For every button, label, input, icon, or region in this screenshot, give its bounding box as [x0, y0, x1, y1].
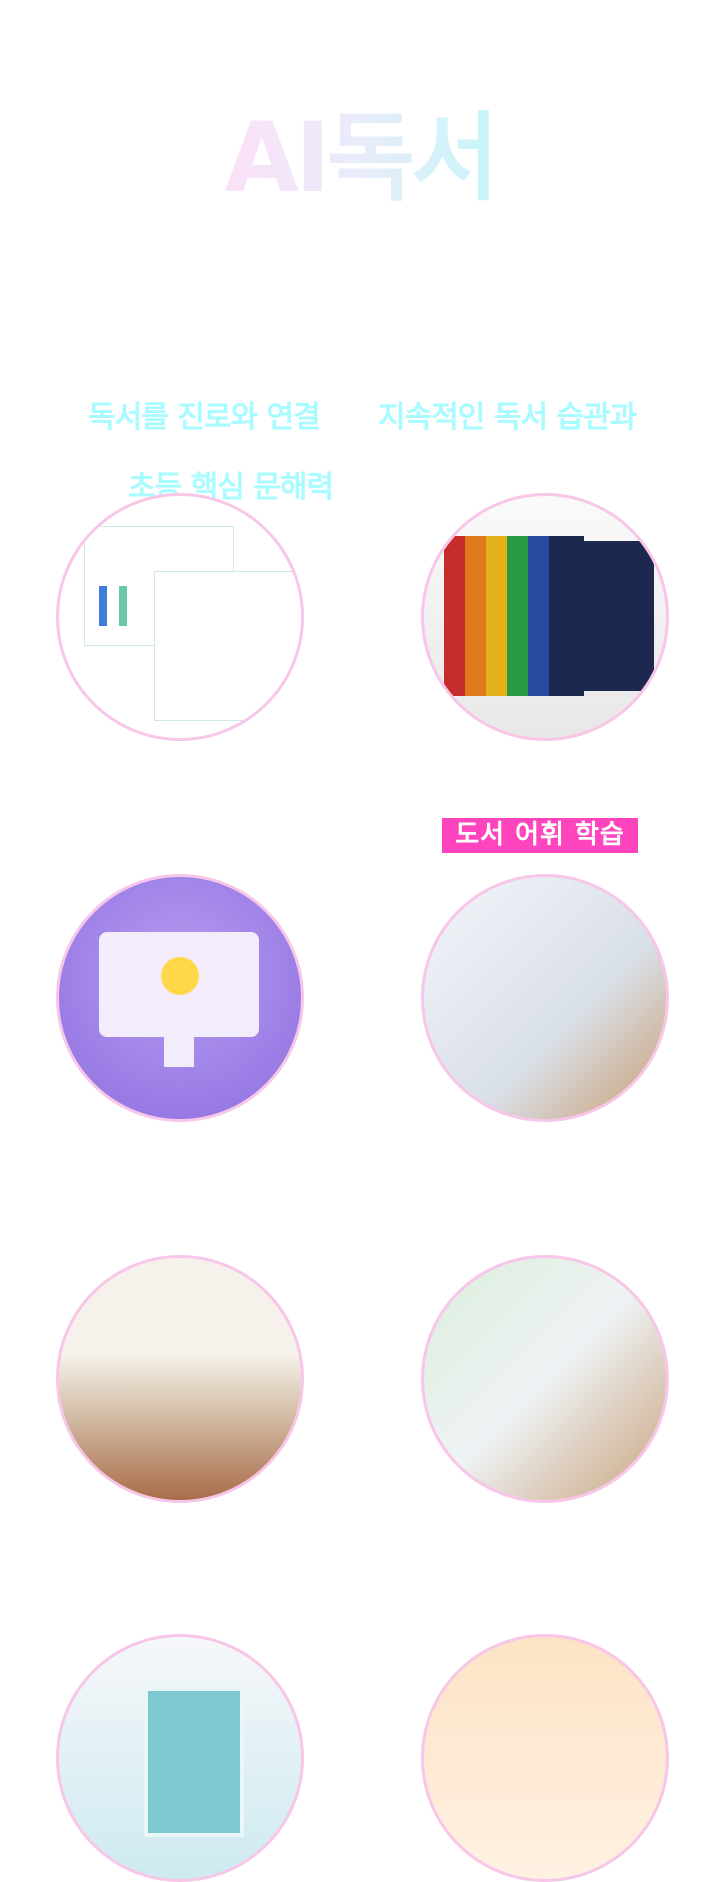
subtitle-habit: 지속적인 독서 습관과 — [378, 400, 637, 435]
lightbulb-monitor-image — [56, 874, 304, 1122]
student-tablet-image — [421, 874, 669, 1122]
open-books-image — [56, 1255, 304, 1503]
parent-child-image — [421, 1634, 669, 1882]
subtitle-career: 독서를 진로와 연결 — [88, 400, 321, 435]
books-series-image — [421, 493, 669, 741]
vocabulary-tag: 도서 어휘 학습 — [442, 818, 638, 853]
report-image — [56, 493, 304, 741]
student-reading-image — [421, 1255, 669, 1503]
page-title: AI독서 — [0, 80, 720, 219]
worksheet-image — [56, 1634, 304, 1882]
